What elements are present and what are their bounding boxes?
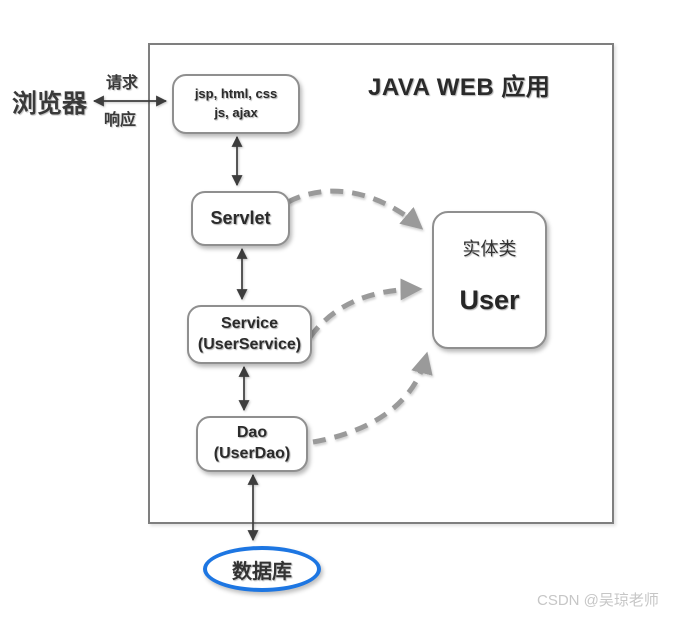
service-box: Service (UserService)	[187, 305, 312, 364]
browser-label: 浏览器	[12, 91, 88, 118]
service-label-line1: Service	[221, 314, 278, 332]
arrow-dao-entity	[312, 351, 433, 445]
servlet-box: Servlet	[191, 191, 290, 246]
entity-type-label: 实体类	[462, 239, 517, 259]
view-layer-line1: jsp, html, css	[194, 86, 278, 102]
service-label-line2: (UserService)	[197, 335, 302, 353]
arrow-service-entity	[308, 278, 423, 339]
watermark-text: CSDN @吴琼老师	[537, 592, 659, 609]
database-label: 数据库	[232, 560, 292, 583]
entity-class-name: User	[459, 285, 520, 315]
dao-label-line2: (UserDao)	[213, 445, 291, 462]
entity-class-box: 实体类 User	[432, 211, 547, 349]
servlet-label: Servlet	[210, 208, 271, 228]
view-layer-line2: js, ajax	[214, 105, 258, 120]
dao-label-line1: Dao	[236, 424, 268, 442]
dao-box: Dao (UserDao)	[196, 416, 308, 472]
response-label: 响应	[104, 112, 137, 129]
arrow-servlet-entity	[286, 188, 424, 230]
database-node: 数据库	[203, 546, 321, 592]
request-label: 请求	[106, 75, 139, 92]
app-title: JAVA WEB 应用	[368, 74, 551, 101]
view-layer-box: jsp, html, css js, ajax	[172, 74, 300, 134]
